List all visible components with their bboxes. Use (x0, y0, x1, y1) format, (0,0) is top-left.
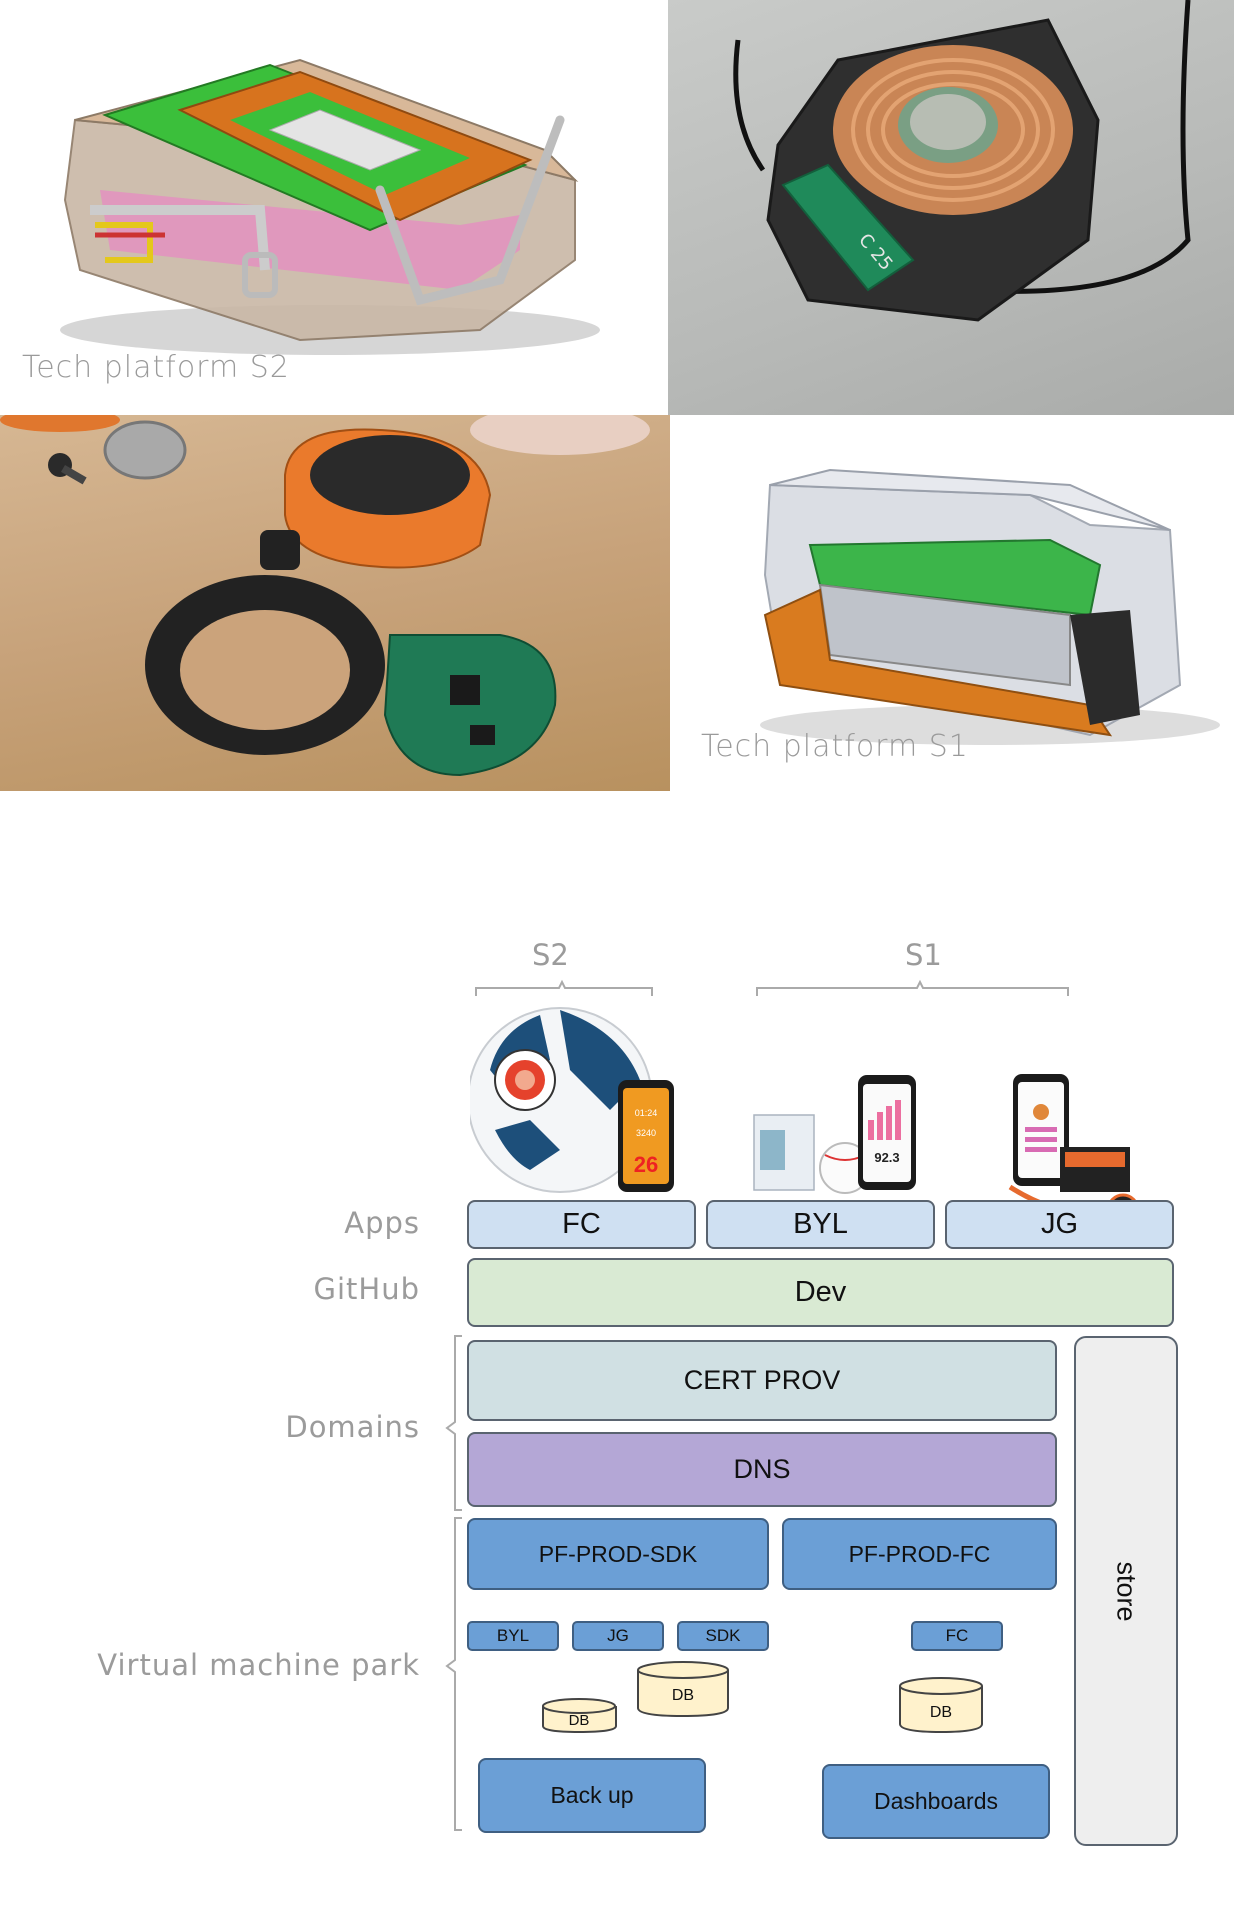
cert-prov-label: CERT PROV (683, 1365, 841, 1395)
photo-wireless-coil-device: C 25 (668, 0, 1234, 415)
cert-prov-box: CERT PROV (467, 1340, 1057, 1421)
layer-label-apps: Apps (344, 1206, 420, 1240)
brace-vm-park (445, 1517, 462, 1831)
dev-box: Dev (467, 1258, 1174, 1327)
group-label-s1: S1 (905, 938, 942, 972)
app-fc-label: FC (562, 1208, 601, 1240)
brace-s1 (756, 979, 1069, 996)
app-jg-label: JG (1040, 1208, 1079, 1240)
brace-s2 (475, 979, 653, 996)
s1-render-illustration (760, 468, 1220, 745)
vm-pf-prod-fc-label: PF-PROD-FC (848, 1540, 991, 1567)
vm-jg-box: JG (572, 1621, 664, 1651)
fc-phone-big-number: 26 (634, 1152, 658, 1177)
fc-product-illustration: 01:24 3240 26 (470, 1007, 674, 1193)
vm-backup-box: Back up (478, 1758, 706, 1833)
fc-phone-time: 01:24 (635, 1108, 658, 1118)
parts-illustration (0, 415, 650, 777)
dns-box: DNS (467, 1432, 1057, 1507)
caption-tech-platform-s1: Tech platform S1 (701, 729, 969, 764)
vm-fc-label: FC (945, 1626, 969, 1645)
s2-render-illustration (60, 58, 600, 355)
db-right-label: DB (930, 1704, 952, 1721)
vm-sdk-label: SDK (705, 1626, 741, 1645)
brace-domains (445, 1335, 462, 1511)
photo-disassembled-parts (0, 415, 670, 791)
app-byl-label: BYL (793, 1208, 848, 1240)
vm-fc-box: FC (911, 1621, 1003, 1651)
coil-device-illustration: C 25 (733, 0, 1191, 322)
fc-phone-count: 3240 (636, 1128, 656, 1138)
app-box-byl: BYL (706, 1200, 935, 1249)
vm-sdk-box: SDK (677, 1621, 769, 1651)
app-box-fc: FC (467, 1200, 696, 1249)
layer-label-github: GitHub (313, 1272, 420, 1306)
store-box: store (1074, 1336, 1178, 1846)
photo-tech-platform-s2-render: Tech platform S2 (0, 0, 668, 415)
db-small-label: DB (569, 1712, 590, 1729)
db-cylinder-small: DB (542, 1698, 617, 1734)
byl-phone-value: 92.3 (874, 1150, 899, 1165)
vm-pf-prod-sdk-box: PF-PROD-SDK (467, 1518, 769, 1590)
vm-pf-prod-sdk-label: PF-PROD-SDK (538, 1540, 698, 1567)
group-label-s2: S2 (532, 938, 569, 972)
vm-dashboards-label: Dashboards (873, 1788, 999, 1814)
layer-label-domains: Domains (285, 1410, 420, 1444)
vm-pf-prod-fc-box: PF-PROD-FC (782, 1518, 1057, 1590)
vm-backup-label: Back up (550, 1782, 634, 1808)
caption-tech-platform-s2: Tech platform S2 (22, 350, 290, 385)
byl-product-illustration: 92.3 (753, 1075, 916, 1194)
vm-byl-label: BYL (496, 1626, 530, 1645)
db-mid-label: DB (672, 1687, 694, 1704)
vm-jg-label: JG (607, 1626, 629, 1645)
app-box-jg: JG (945, 1200, 1174, 1249)
db-cylinder-mid: DB (637, 1661, 729, 1718)
db-cylinder-right: DB (899, 1677, 983, 1734)
store-label: store (1111, 1560, 1142, 1622)
layer-label-vm-park: Virtual machine park (97, 1648, 420, 1682)
vm-dashboards-box: Dashboards (822, 1764, 1050, 1839)
dns-label: DNS (733, 1454, 791, 1484)
vm-byl-box: BYL (467, 1621, 559, 1651)
photo-tech-platform-s1-render: Tech platform S1 (670, 415, 1234, 791)
dev-label: Dev (794, 1276, 847, 1308)
